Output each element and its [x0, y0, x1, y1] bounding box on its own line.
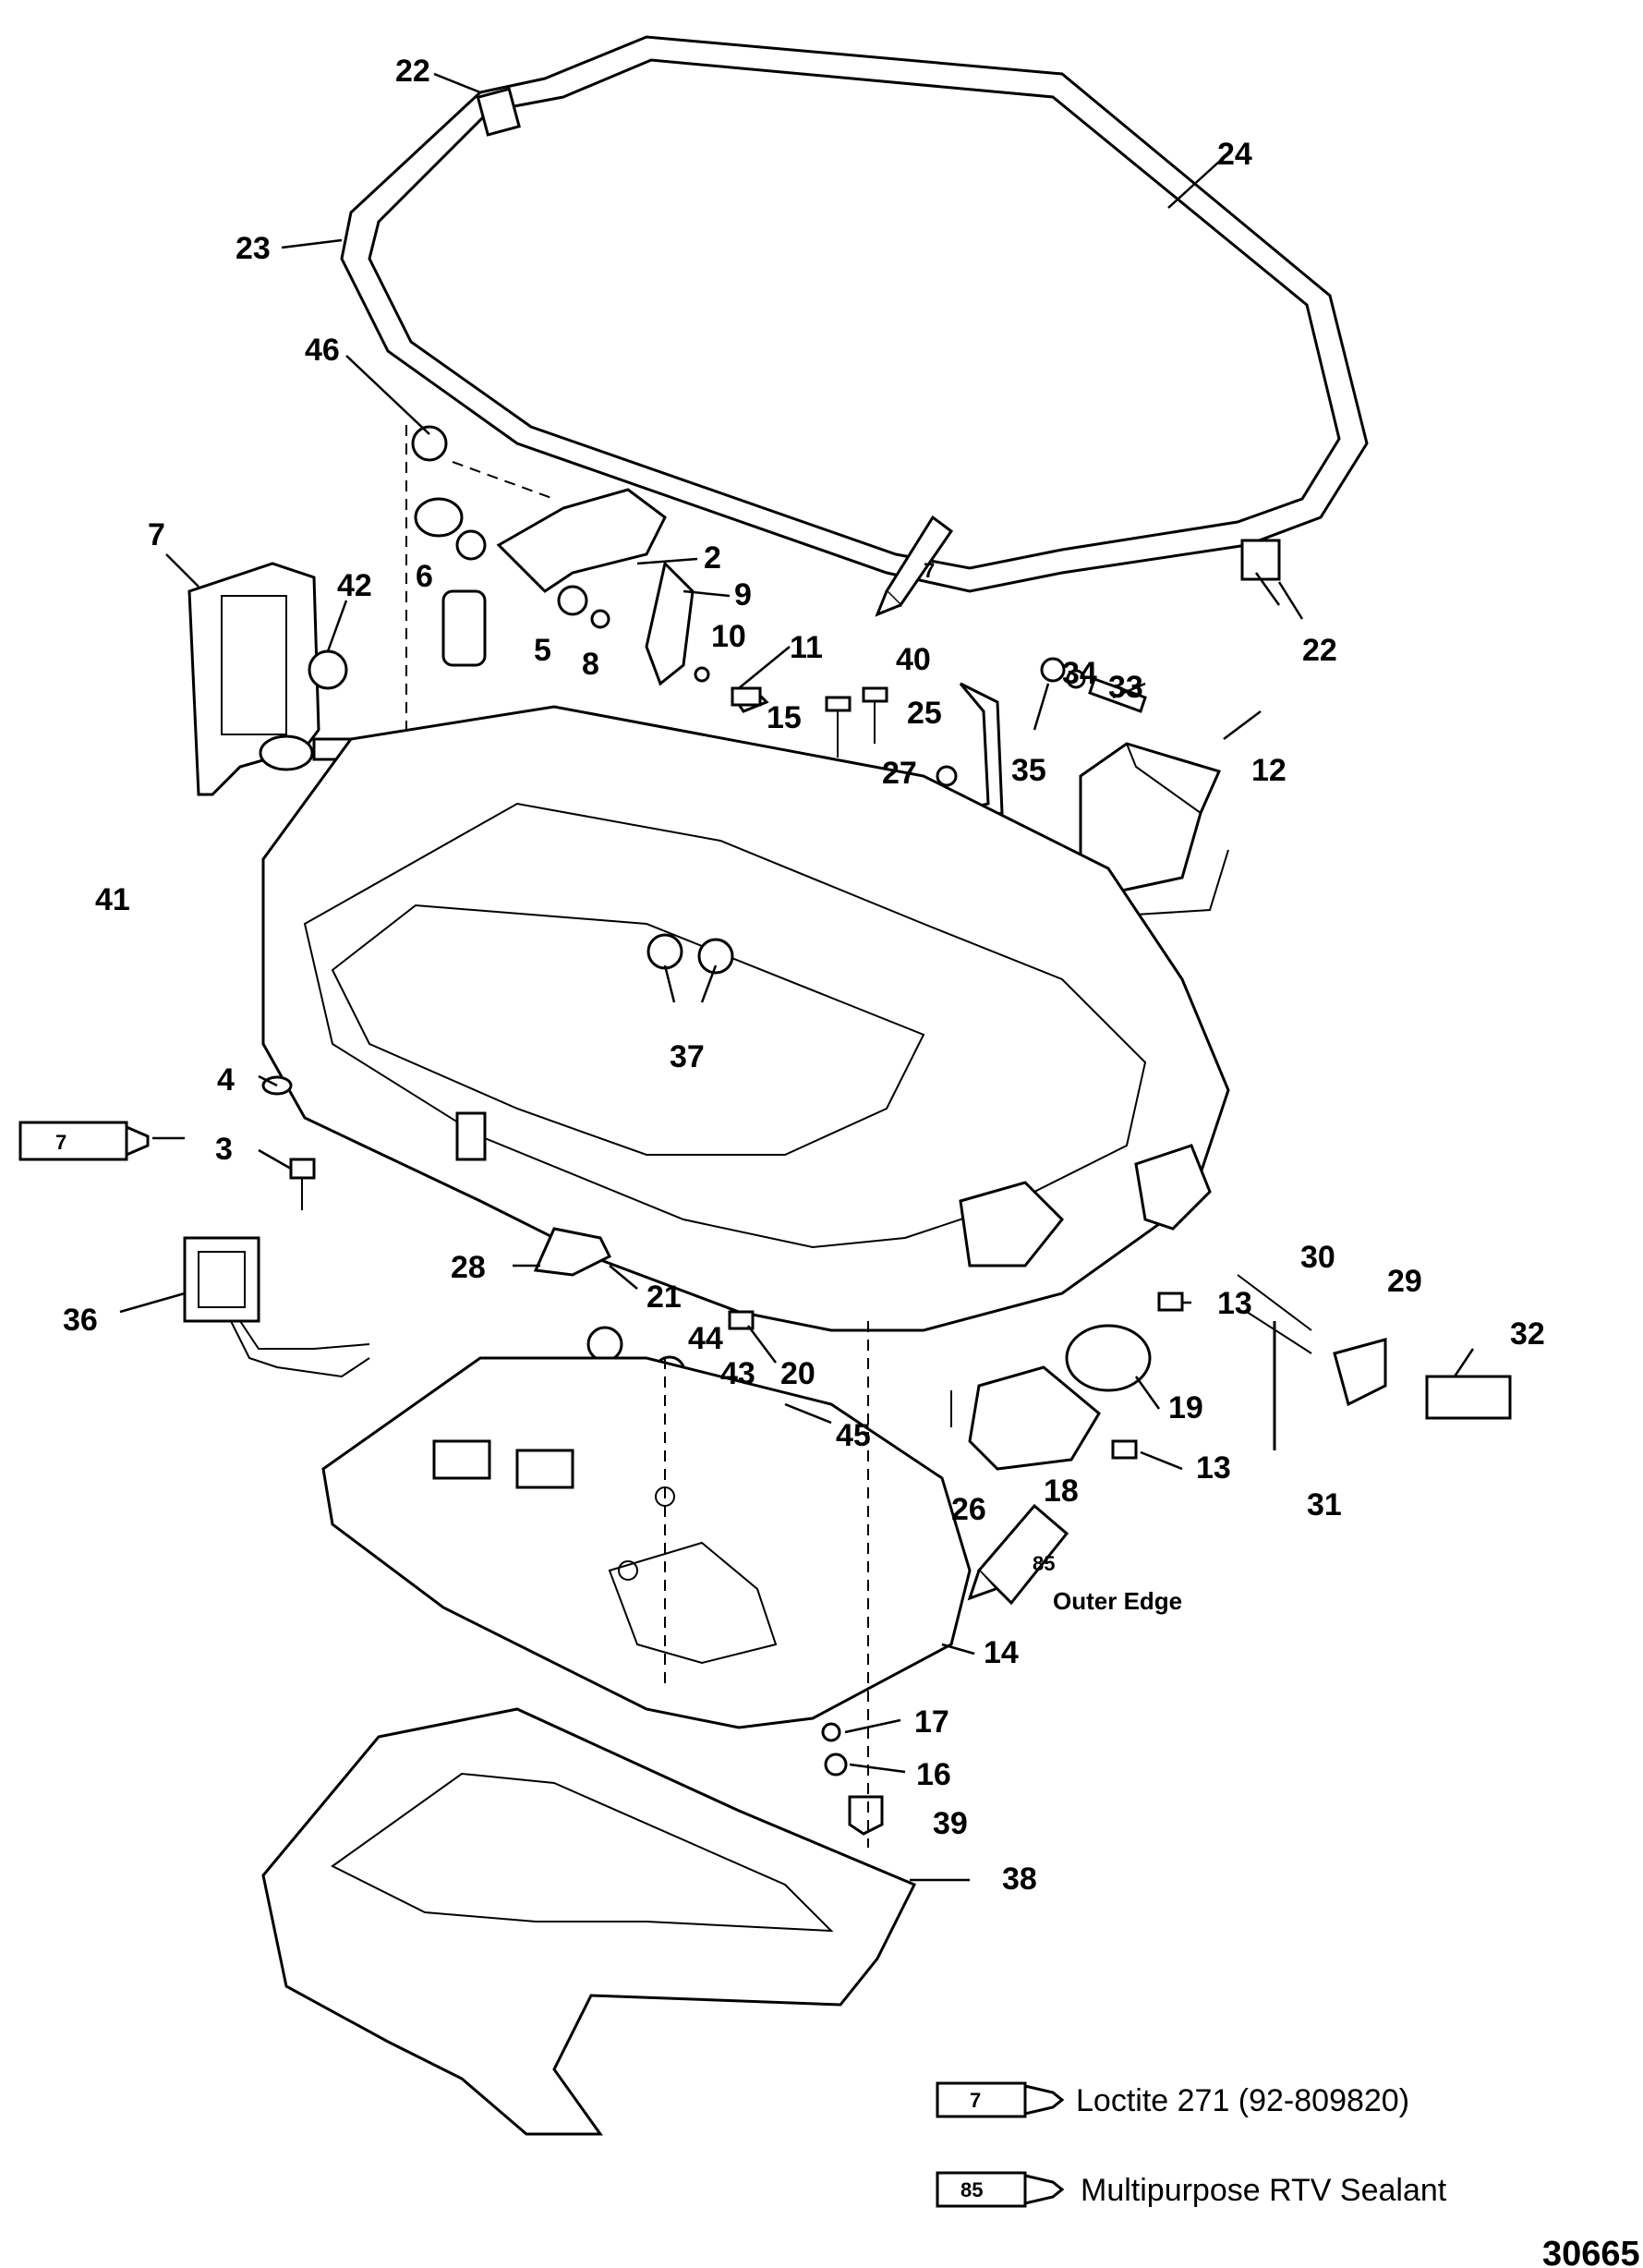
callout-40: 40 — [896, 642, 931, 677]
latch-assembly — [187, 425, 769, 796]
callout-42: 42 — [337, 568, 372, 603]
callout-43: 43 — [720, 1356, 755, 1391]
figure-number: 30665 — [1542, 2235, 1640, 2268]
svg-text:85: 85 — [960, 2178, 983, 2201]
callout-46: 46 — [305, 333, 340, 368]
callout-labels: 22 24 23 46 7 42 6 2 9 5 8 10 11 40 15 2… — [63, 54, 1545, 1897]
callout-6: 6 — [416, 559, 433, 594]
callout-20: 20 — [780, 1356, 815, 1391]
bottom-cowl — [261, 705, 1230, 1332]
callout-28: 28 — [451, 1250, 486, 1285]
callout-2: 2 — [704, 540, 721, 576]
callout-39: 39 — [933, 1806, 968, 1841]
callout-3: 3 — [215, 1132, 233, 1167]
callout-32: 32 — [1510, 1316, 1545, 1352]
base-plate — [321, 1356, 972, 1729]
switch-harness — [183, 1236, 370, 1378]
callout-22-right: 22 — [1302, 633, 1337, 668]
callout-4: 4 — [217, 1062, 235, 1098]
callout-33: 33 — [1108, 670, 1143, 705]
callout-12: 12 — [1251, 753, 1287, 788]
svg-text:7: 7 — [924, 559, 935, 582]
callout-15: 15 — [767, 700, 802, 735]
callout-30: 30 — [1300, 1240, 1335, 1275]
callout-31: 31 — [1307, 1487, 1342, 1522]
callout-18: 18 — [1044, 1474, 1079, 1509]
callout-21: 21 — [646, 1280, 682, 1315]
sealant-tube-7-left: 7 — [18, 1121, 150, 1161]
svg-text:7: 7 — [970, 2089, 981, 2112]
callout-13-top: 13 — [1217, 1286, 1252, 1321]
callout-44: 44 — [688, 1321, 723, 1356]
callout-7-latch: 7 — [148, 517, 165, 552]
callout-14: 14 — [984, 1635, 1019, 1670]
callout-13-bottom: 13 — [1196, 1450, 1231, 1486]
top-seal — [340, 35, 1369, 593]
callout-45: 45 — [836, 1418, 871, 1453]
callout-34: 34 — [1062, 656, 1097, 691]
callout-8: 8 — [582, 647, 599, 682]
svg-text:7: 7 — [55, 1131, 66, 1154]
callout-19: 19 — [1168, 1390, 1203, 1425]
legend-item-85: 85 Multipurpose RTV Sealant — [936, 2171, 1447, 2208]
callout-23: 23 — [236, 231, 271, 266]
callout-25: 25 — [907, 696, 942, 731]
callout-9: 9 — [734, 577, 752, 612]
svg-text:Multipurpose RTV Sealant: Multipurpose RTV Sealant — [1081, 2173, 1447, 2208]
callout-22-top: 22 — [395, 54, 430, 89]
callout-24: 24 — [1217, 137, 1252, 172]
callout-35: 35 — [1011, 753, 1046, 788]
svg-text:Loctite 271 (92-809820): Loctite 271 (92-809820) — [1076, 2083, 1409, 2118]
lower-cowl — [261, 1707, 917, 2136]
callout-5: 5 — [534, 633, 551, 668]
sealant-tube-7-top: 7 — [875, 515, 954, 617]
callout-10: 10 — [711, 619, 746, 654]
legend-item-7: 7 Loctite 271 (92-809820) — [936, 2081, 1409, 2118]
sealant-tube-85: 85 — [967, 1503, 1069, 1606]
callout-16: 16 — [916, 1757, 951, 1792]
svg-text:85: 85 — [1033, 1552, 1055, 1575]
callout-38: 38 — [1002, 1862, 1037, 1897]
outer-edge-note: Outer Edge — [1053, 1587, 1182, 1615]
callout-11: 11 — [790, 630, 823, 665]
fasteners-bottom — [664, 1321, 884, 1848]
callout-27: 27 — [882, 756, 917, 791]
leader-lines — [119, 72, 1475, 1882]
callout-41: 41 — [95, 882, 130, 917]
callout-37: 37 — [670, 1039, 705, 1074]
callout-26: 26 — [951, 1492, 986, 1527]
callout-29: 29 — [1387, 1264, 1422, 1299]
callout-17: 17 — [914, 1704, 949, 1740]
legend: 7 Loctite 271 (92-809820) 85 Multipurpos… — [936, 2081, 1447, 2208]
callout-36: 36 — [63, 1303, 98, 1338]
